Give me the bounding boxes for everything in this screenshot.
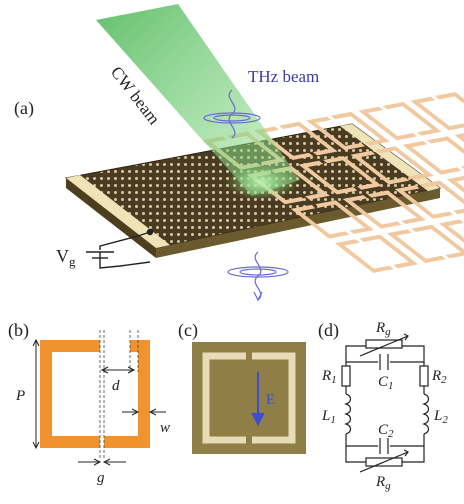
srr-cell	[402, 136, 464, 175]
label-Rg-top: Rg	[375, 320, 391, 338]
panel-a-label: (a)	[14, 98, 34, 119]
electrode-left	[66, 175, 170, 248]
dim-P	[32, 338, 40, 450]
micrograph	[192, 342, 306, 454]
srr-array	[202, 92, 464, 273]
srr-cell	[454, 126, 464, 165]
srr-cell	[438, 214, 464, 254]
srr-cell	[394, 180, 464, 219]
panel-c-label: (c)	[178, 320, 198, 341]
dim-w-label: w	[160, 420, 170, 436]
srr-unit-cell	[40, 340, 150, 448]
dim-g	[78, 458, 126, 466]
field-arrow	[251, 372, 265, 427]
board-edge-front	[66, 178, 156, 258]
thz-wave-bottom	[227, 251, 289, 302]
label-Rg-bottom: Rg	[375, 474, 391, 492]
label-R1: R1	[321, 368, 337, 386]
dimension-guides	[99, 330, 139, 460]
dim-g-label: g	[97, 470, 105, 486]
label-L2: L2	[433, 408, 448, 426]
panel-b: (b) P d	[8, 320, 170, 486]
electrode-right	[340, 124, 440, 191]
label-C1: C1	[378, 374, 394, 392]
srr-cell	[254, 121, 338, 161]
thz-wave-top	[203, 89, 261, 139]
thz-beam-label: THz beam	[248, 67, 319, 86]
dim-w	[122, 408, 166, 416]
board-edge-right	[156, 188, 440, 258]
panel-d-label: (d)	[318, 320, 339, 341]
equivalent-circuit	[341, 333, 430, 473]
srr-cell	[410, 92, 464, 131]
beam-spot	[226, 164, 298, 200]
label-L1: L1	[321, 408, 336, 426]
srr-cell	[350, 146, 434, 185]
srr-cell	[290, 200, 375, 239]
panel-b-label: (b)	[8, 320, 29, 341]
srr-cell	[306, 111, 390, 151]
dim-d	[100, 366, 136, 374]
gate-voltage-circuit	[86, 228, 154, 269]
panel-d: (d)	[318, 320, 448, 492]
srr-cell	[334, 234, 419, 273]
micrograph-ring	[202, 352, 296, 444]
cw-beam	[96, 4, 300, 196]
srr-cell	[358, 102, 442, 141]
panel-a: (a) CW beam THz beam	[14, 4, 464, 302]
srr-cell	[342, 190, 427, 229]
label-C2: C2	[378, 422, 394, 440]
srr-cell	[446, 170, 464, 209]
label-R2: R2	[431, 368, 447, 386]
panel-c: (c) E	[178, 320, 306, 454]
srr-cell	[386, 224, 464, 264]
field-label: E	[266, 392, 275, 408]
dim-P-label: P	[15, 388, 25, 404]
dim-d-label: d	[112, 378, 120, 394]
srr-cell	[298, 156, 382, 195]
gate-voltage-label: Vg	[56, 246, 76, 269]
